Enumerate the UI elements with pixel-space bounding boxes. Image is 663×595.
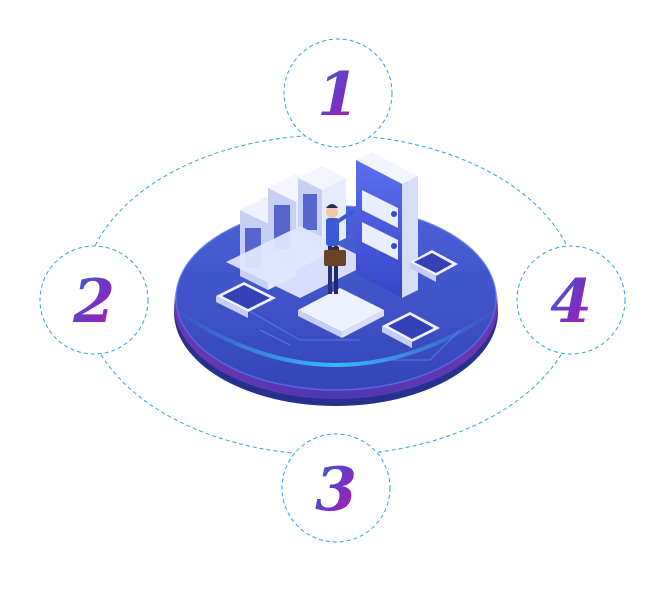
tablet-left <box>216 282 276 318</box>
tablet-bottom <box>382 312 440 348</box>
step-4-number: 4 <box>550 267 592 337</box>
step-2: 2 <box>39 245 149 355</box>
step-3: 3 <box>281 433 391 543</box>
step-1-number: 1 <box>317 60 359 130</box>
step-4: 4 <box>516 245 626 355</box>
step-1: 1 <box>283 38 393 148</box>
screen-panel <box>356 152 418 298</box>
step-2-number: 2 <box>72 267 115 337</box>
person-with-briefcase <box>324 204 354 294</box>
step-3-number: 3 <box>315 455 357 525</box>
floor-tile <box>298 288 384 332</box>
tablet-right <box>410 250 458 282</box>
